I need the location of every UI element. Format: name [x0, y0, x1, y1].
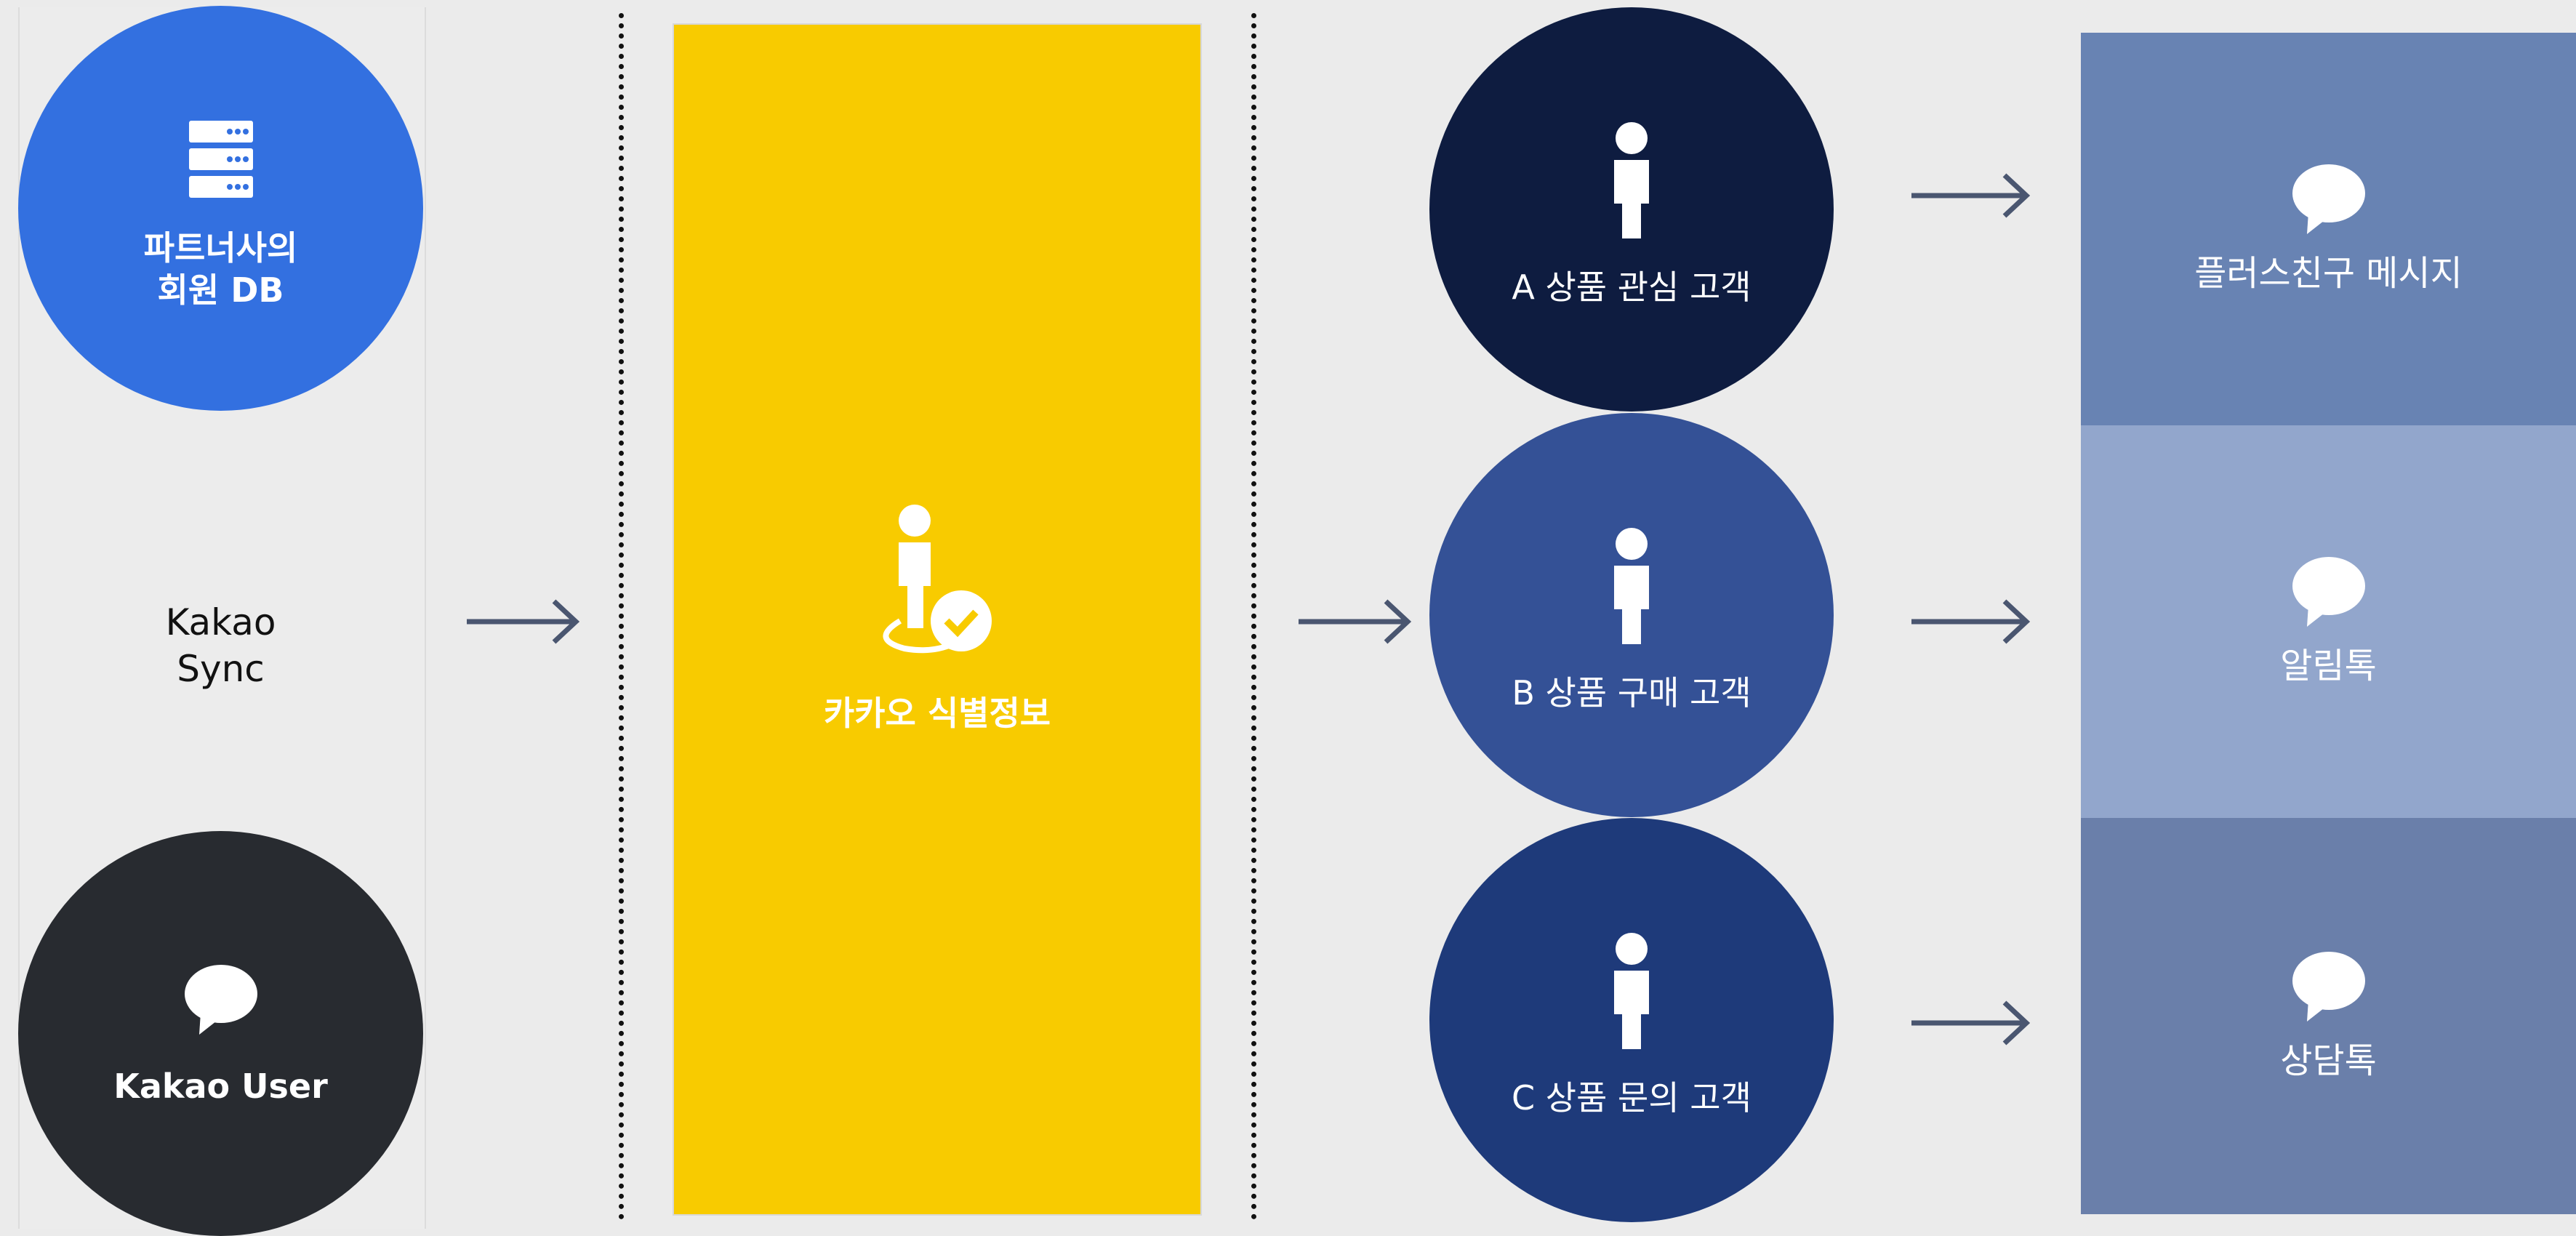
channel-alimtalk-label: 알림톡	[2280, 646, 2377, 686]
arrow-sync-to-identity	[467, 599, 580, 644]
dotted-divider-right	[1251, 13, 1256, 1220]
user-check-icon	[875, 505, 999, 660]
arrow-segment-a-to-channel	[1911, 173, 2031, 218]
server-icon	[188, 120, 253, 201]
kakao-identity-tile: 카카오 식별정보	[673, 23, 1202, 1216]
channel-alimtalk: 알림톡	[2081, 425, 2576, 818]
channel-plus-friend-label: 플러스친구 메시지	[2194, 253, 2463, 294]
segment-b-label: B 상품 구매 고객	[1512, 673, 1752, 713]
partner-db-circle: 파트너사의 회원 DB	[18, 6, 423, 411]
speech-bubble-icon	[2292, 163, 2365, 238]
kakao-sync-label: Kakao Sync	[18, 599, 423, 692]
arrow-segment-b-to-channel	[1911, 599, 2031, 644]
kakao-identity-label: 카카오 식별정보	[823, 694, 1051, 733]
kakao-user-label: Kakao User	[113, 1067, 328, 1106]
kakao-user-circle: Kakao User	[18, 831, 423, 1236]
person-icon	[1610, 528, 1653, 647]
channel-plus-friend: 플러스친구 메시지	[2081, 33, 2576, 425]
dotted-divider-left	[619, 13, 624, 1220]
kakao-sync-line1: Kakao	[165, 601, 276, 643]
segment-a-circle: A 상품 관심 고객	[1429, 7, 1834, 412]
segment-c-circle: C 상품 문의 고객	[1429, 818, 1834, 1222]
person-icon	[1610, 933, 1653, 1052]
segment-c-label: C 상품 문의 고객	[1512, 1078, 1752, 1117]
person-icon	[1610, 122, 1653, 241]
partner-db-title-line1: 파트너사의	[143, 228, 298, 268]
channel-sangdamtalk-label: 상담톡	[2280, 1040, 2377, 1081]
segment-b-circle: B 상품 구매 고객	[1429, 413, 1834, 817]
partner-db-title-line2: 회원 DB	[157, 270, 284, 310]
channel-sangdamtalk: 상담톡	[2081, 818, 2576, 1214]
arrow-identity-to-segments	[1299, 599, 1412, 644]
arrow-segment-c-to-channel	[1911, 1000, 2031, 1046]
speech-bubble-icon	[184, 963, 257, 1039]
kakao-sync-line2: Sync	[177, 648, 265, 690]
segment-a-label: A 상품 관심 고객	[1512, 268, 1752, 307]
speech-bubble-icon	[2292, 950, 2365, 1026]
speech-bubble-icon	[2292, 555, 2365, 631]
